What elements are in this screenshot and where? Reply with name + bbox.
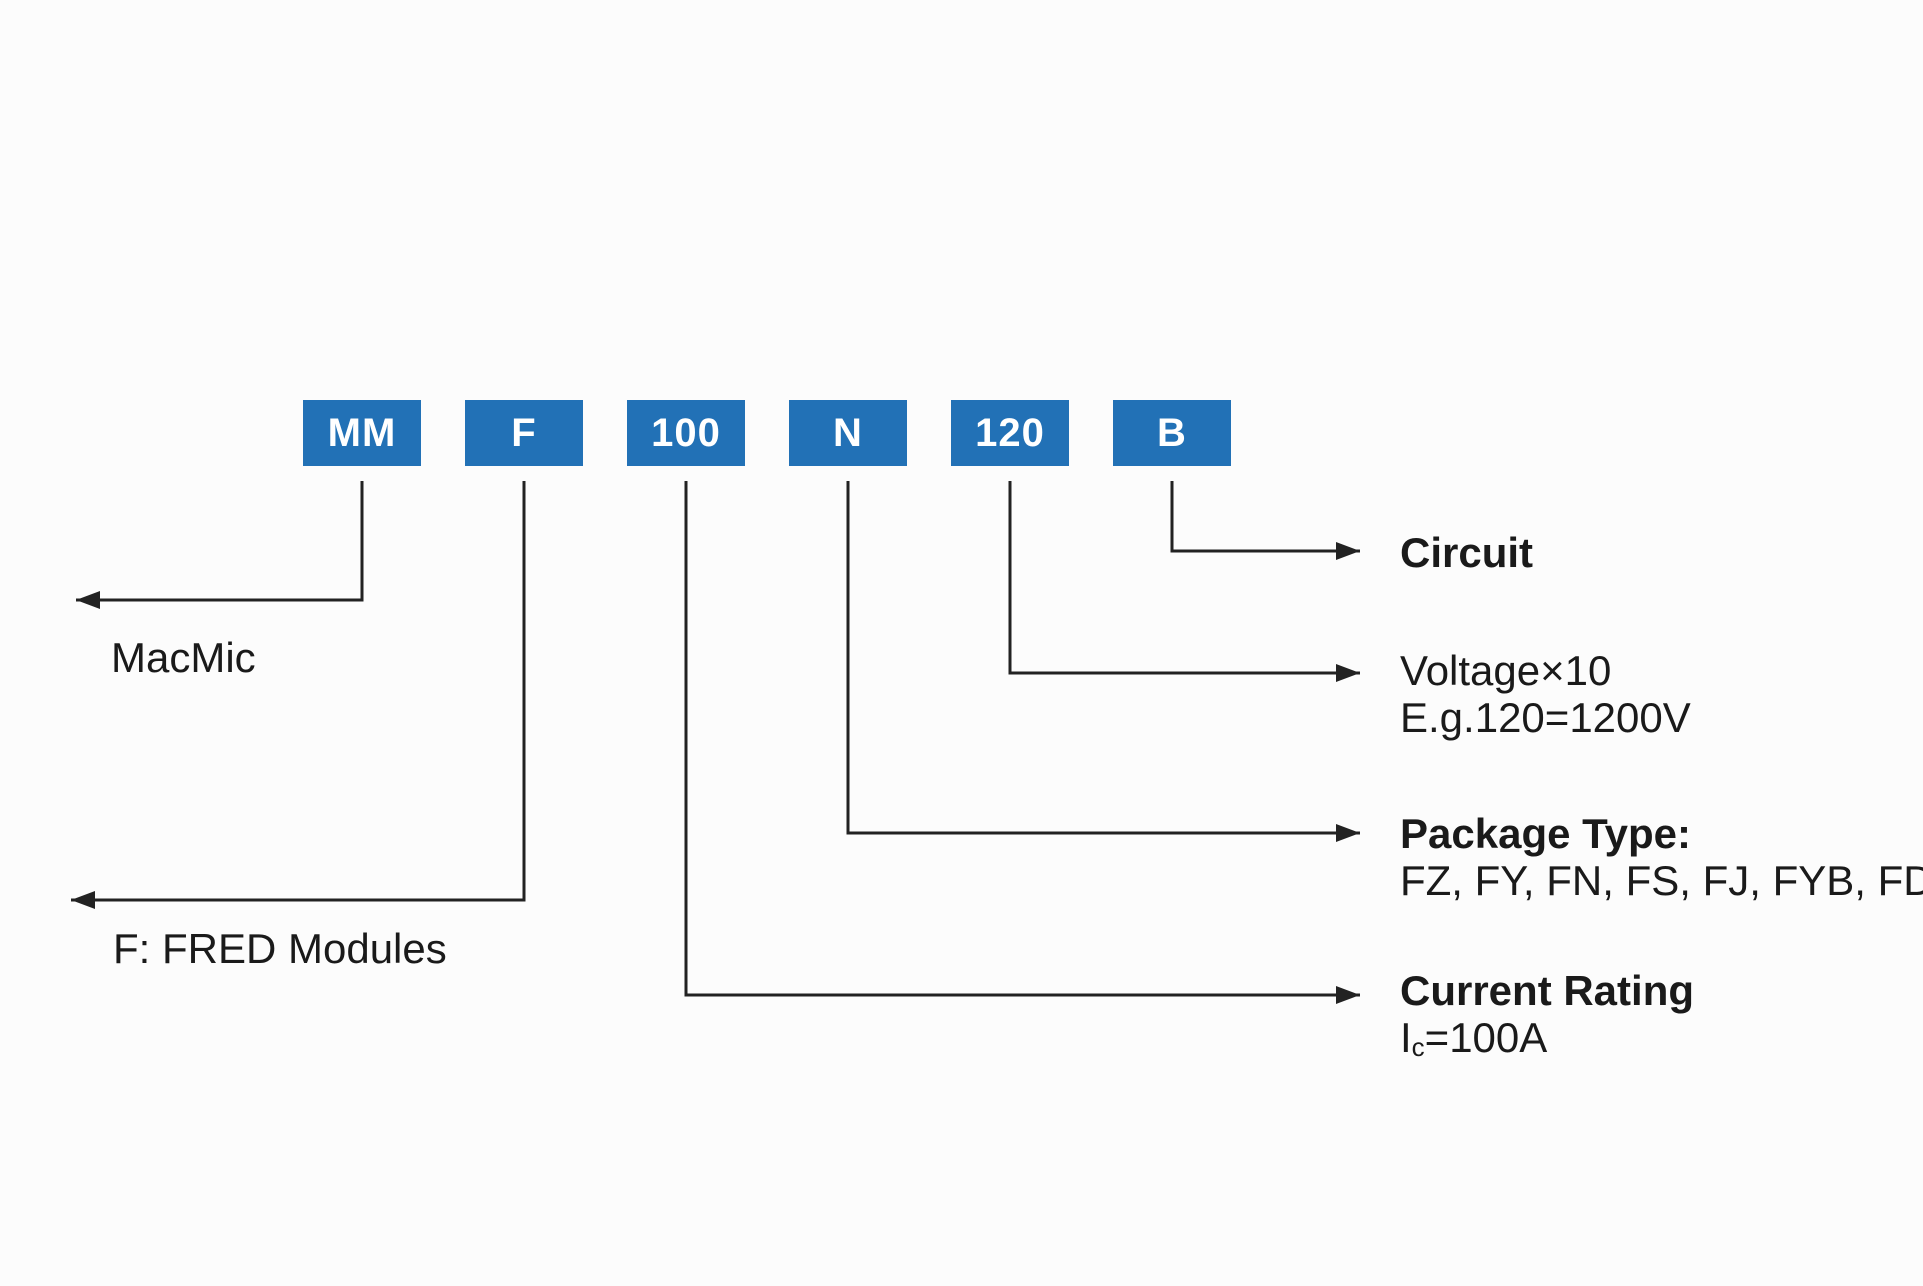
current-symbol-subscript: c — [1411, 1032, 1425, 1062]
segment-box-voltage: 120 — [951, 400, 1069, 466]
segment-box-series: F — [465, 400, 583, 466]
connector-circuit — [1170, 481, 1360, 560]
label-voltage: Voltage×10 E.g.120=1200V — [1400, 647, 1691, 741]
segment-box-current-rating: 100 — [627, 400, 745, 466]
package-type-title: Package Type: — [1400, 810, 1692, 857]
segment-box-package-type: N — [789, 400, 907, 466]
manufacturer-text: MacMic — [111, 634, 256, 681]
series-text: F: FRED Modules — [113, 925, 447, 972]
current-symbol: I — [1400, 1014, 1412, 1061]
current-value: =100A — [1424, 1014, 1548, 1061]
voltage-detail: E.g.120=1200V — [1400, 694, 1691, 741]
segment-box-circuit: B — [1113, 400, 1231, 466]
label-current-rating: Current Rating Ic=100A — [1400, 967, 1694, 1061]
segment-box-manufacturer: MM — [303, 400, 421, 466]
connector-package-type — [846, 481, 1360, 842]
package-type-detail: FZ, FY, FN, FS, FJ, FYB, FD — [1400, 857, 1923, 904]
connector-manufacturer — [76, 481, 364, 609]
label-manufacturer: MacMic — [111, 634, 256, 681]
connector-current-rating — [684, 481, 1360, 1004]
voltage-title: Voltage×10 — [1400, 647, 1612, 694]
label-series: F: FRED Modules — [113, 925, 447, 972]
connector-series — [71, 481, 526, 909]
label-package-type: Package Type: FZ, FY, FN, FS, FJ, FYB, F… — [1400, 810, 1923, 904]
current-rating-title: Current Rating — [1400, 967, 1694, 1014]
circuit-title: Circuit — [1400, 529, 1534, 576]
current-rating-detail: Ic=100A — [1400, 1014, 1694, 1061]
connector-voltage — [1008, 481, 1360, 682]
label-circuit: Circuit — [1400, 529, 1533, 576]
